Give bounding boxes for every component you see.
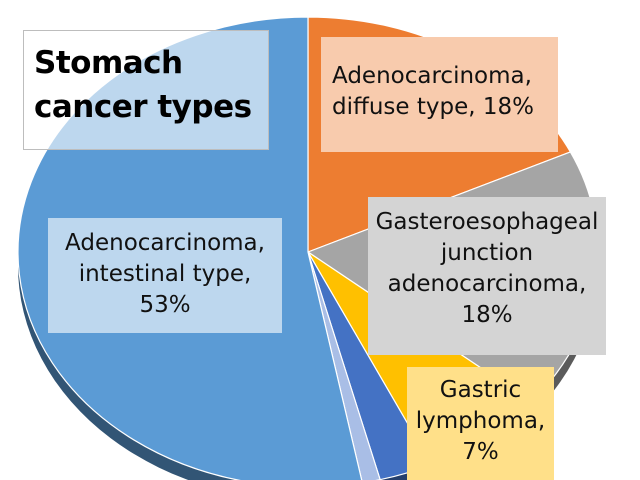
data-label-intestinal: Adenocarcinoma, intestinal type, 53% <box>48 218 282 333</box>
chart-title-line1: Stomach <box>34 45 183 81</box>
data-label-diffuse: Adenocarcinoma, diffuse type, 18% <box>321 37 558 152</box>
chart-title-line2: cancer types <box>34 89 252 125</box>
data-label-gej: Gasteroesophageal junction adenocarcinom… <box>368 197 606 355</box>
chart-title: Stomach cancer types <box>23 30 269 150</box>
data-label-lymphoma: Gastric lymphoma, 7% <box>407 367 554 480</box>
